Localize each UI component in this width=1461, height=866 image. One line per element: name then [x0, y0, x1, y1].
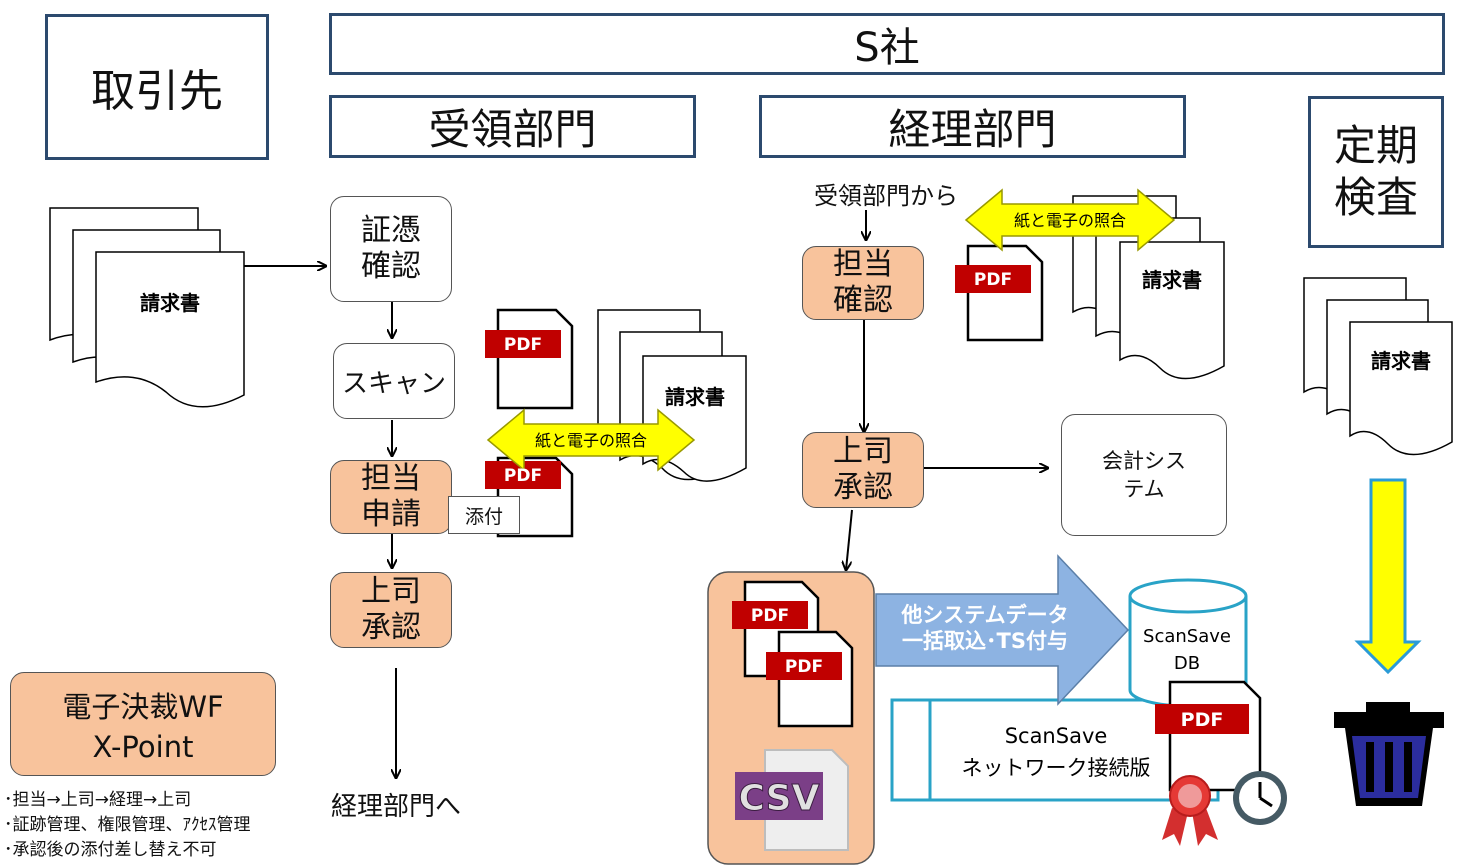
header-audit-label: 定期検査	[1333, 121, 1418, 222]
to-accounting: 経理部門へ	[316, 786, 476, 822]
disposal-arrow	[1354, 478, 1422, 675]
pdf-doc-scansave	[1155, 680, 1262, 792]
csv-file-icon	[735, 749, 849, 851]
wf-line-2: X-Point	[92, 730, 194, 764]
step-apply-label: 担当申請	[361, 461, 421, 532]
header-receiving: 受領部門	[329, 95, 696, 158]
invoice-stack-audit	[1303, 277, 1453, 456]
attach-label: 添付	[464, 505, 503, 528]
from-receiving: 受領部門から	[796, 176, 976, 210]
step-check-label: 担当確認	[833, 247, 893, 318]
from-receiving-label: 受領部門から	[814, 181, 958, 210]
pdf-doc-storage-2	[766, 630, 854, 728]
pdf-label-scan: PDF	[504, 335, 542, 355]
accounting-system-label: 会計システム	[1102, 449, 1186, 501]
scansave-db-line-1: ScanSave	[1143, 626, 1231, 647]
step-verify-label: 証憑確認	[361, 213, 421, 284]
invoice-label-receiving: 請求書	[665, 385, 725, 409]
header-audit: 定期検査	[1308, 96, 1444, 248]
header-client: 取引先	[45, 14, 269, 160]
pdf-label-attach: PDF	[504, 466, 542, 486]
pdf-label-storage-2: PDF	[785, 657, 823, 677]
step-scan: スキャン	[333, 343, 455, 419]
pdf-doc-accounting	[955, 244, 1044, 342]
to-accounting-label: 経理部門へ	[330, 791, 461, 822]
step-apply: 担当申請	[330, 460, 452, 534]
invoice-label-client: 請求書	[140, 291, 200, 315]
header-accounting: 経理部門	[759, 95, 1186, 158]
step-verify: 証憑確認	[330, 196, 452, 302]
compare-arrow-accounting	[964, 188, 1176, 252]
csv-label: CSV	[739, 778, 820, 819]
step-approve-receiving-label: 上司承認	[361, 574, 421, 645]
step-approve-receiving: 上司承認	[330, 572, 452, 648]
invoice-stack-client	[49, 207, 245, 408]
attach-badge: 添付	[448, 496, 520, 534]
compare-label-accounting: 紙と電子の照合	[1014, 211, 1126, 230]
clock-icon	[1233, 771, 1287, 825]
pdf-doc-scan	[485, 308, 574, 410]
header-receiving-label: 受領部門	[428, 105, 597, 154]
import-line-2: 一括取込･TS付与	[902, 629, 1068, 653]
note-item: ･証跡管理、権限管理、ｱｸｾｽ管理	[4, 815, 251, 835]
step-approve-accounting: 上司承認	[802, 432, 924, 508]
wf-line-1: 電子決裁WF	[62, 690, 224, 724]
seal-ribbon-icon	[1162, 775, 1218, 846]
import-line-1: 他システムデータ	[900, 603, 1068, 627]
compare-label-receiving: 紙と電子の照合	[535, 431, 647, 450]
header-company-label: S社	[854, 25, 920, 71]
notes-list: ･担当→上司→経理→上司 ･証跡管理、権限管理、ｱｸｾｽ管理 ･承認後の添付差し…	[4, 788, 314, 863]
note-item: ･承認後の添付差し替え不可	[4, 840, 217, 860]
invoice-label-audit: 請求書	[1371, 349, 1431, 373]
pdf-label-storage-1: PDF	[751, 606, 789, 626]
scansave-db-line-2: DB	[1174, 653, 1200, 674]
step-check: 担当確認	[802, 246, 924, 320]
step-approve-accounting-label: 上司承認	[833, 434, 893, 505]
pdf-label-accounting: PDF	[974, 270, 1012, 290]
import-arrow	[875, 554, 1130, 706]
arrow-to-storage	[846, 509, 853, 570]
accounting-system: 会計システム	[1061, 414, 1227, 536]
scansave-net-line-1: ScanSave	[1005, 724, 1108, 748]
note-item: ･担当→上司→経理→上司	[4, 790, 192, 810]
header-accounting-label: 経理部門	[888, 105, 1057, 154]
header-company: S社	[329, 13, 1445, 75]
trash-can-icon	[1334, 702, 1444, 806]
step-scan-label: スキャン	[341, 368, 446, 399]
pdf-label-scansave: PDF	[1181, 709, 1224, 731]
header-client-label: 取引先	[91, 66, 223, 117]
scansave-net-line-2: ネットワーク接続版	[962, 756, 1151, 780]
compare-arrow-receiving	[486, 408, 696, 472]
invoice-label-accounting: 請求書	[1142, 268, 1202, 292]
wf-box: 電子決裁WF X-Point	[10, 672, 276, 776]
